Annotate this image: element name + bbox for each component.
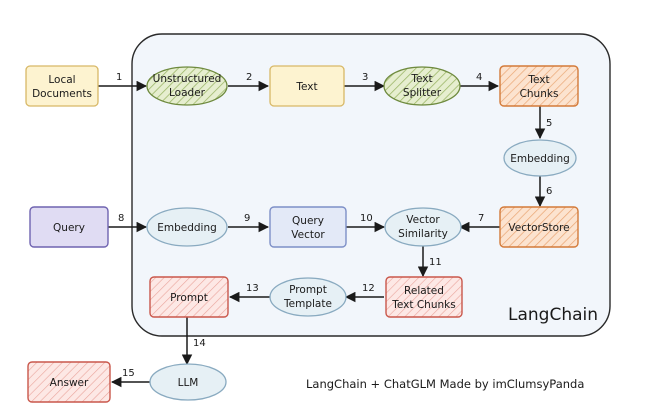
node-label: Local bbox=[48, 74, 75, 86]
step-number: 8 bbox=[118, 213, 124, 224]
node-label: Answer bbox=[50, 377, 89, 389]
edges bbox=[98, 80, 546, 388]
container-label: LangChain bbox=[508, 305, 598, 325]
node-label: Documents bbox=[32, 88, 92, 100]
step-number: 2 bbox=[246, 72, 252, 83]
step-number: 1 bbox=[116, 72, 122, 83]
node-query: Query bbox=[29, 206, 109, 248]
step-number: 14 bbox=[193, 338, 206, 349]
node-prompt-template: Prompt Template bbox=[269, 277, 347, 317]
node-label: Embedding bbox=[510, 153, 570, 165]
node-label: Text bbox=[410, 73, 432, 85]
step-number: 15 bbox=[122, 368, 135, 379]
node-related-text-chunks: Related Text Chunks bbox=[385, 276, 463, 318]
node-label: Chunks bbox=[520, 88, 559, 100]
node-label: Text Chunks bbox=[391, 299, 455, 311]
credit-caption: LangChain + ChatGLM Made by imClumsyPand… bbox=[306, 377, 584, 391]
node-llm: LLM bbox=[149, 363, 227, 401]
node-query-vector: Query Vector bbox=[269, 206, 347, 248]
step-number: 5 bbox=[546, 118, 552, 129]
step-number: 12 bbox=[362, 283, 375, 294]
node-label: Related bbox=[404, 285, 444, 297]
node-label: Prompt bbox=[289, 284, 327, 296]
node-answer: Answer bbox=[27, 361, 111, 403]
step-number: 10 bbox=[360, 213, 373, 224]
node-embedding-query: Embedding bbox=[146, 207, 228, 247]
step-number: 6 bbox=[546, 186, 552, 197]
step-number: 9 bbox=[244, 213, 250, 224]
node-label: Query bbox=[53, 222, 85, 234]
node-label: Text bbox=[527, 74, 549, 86]
step-number: 11 bbox=[429, 257, 442, 268]
node-label: VectorStore bbox=[508, 222, 569, 234]
node-label: Unstructured bbox=[153, 73, 222, 85]
node-text: Text bbox=[269, 65, 345, 107]
step-number: 7 bbox=[478, 213, 484, 224]
node-local-documents: Local Documents bbox=[25, 65, 99, 107]
node-label: Query bbox=[292, 215, 324, 227]
node-embedding-documents: Embedding bbox=[503, 139, 577, 177]
langchain-container bbox=[131, 33, 611, 337]
step-number: 4 bbox=[476, 72, 482, 83]
node-label: Embedding bbox=[157, 222, 217, 234]
step-numbers: 1 2 3 4 5 6 7 8 9 10 11 12 13 14 15 bbox=[116, 72, 552, 379]
node-label: Text bbox=[295, 81, 317, 93]
node-text-chunks: Text Chunks bbox=[499, 65, 579, 107]
node-label: Template bbox=[283, 298, 332, 310]
step-number: 3 bbox=[362, 72, 368, 83]
node-vector-similarity: Vector Similarity bbox=[384, 207, 462, 247]
node-label: Loader bbox=[169, 87, 206, 99]
step-number: 13 bbox=[246, 283, 259, 294]
node-label: Vector bbox=[406, 214, 440, 226]
node-text-splitter: Text Splitter bbox=[383, 66, 461, 106]
node-label: Splitter bbox=[403, 87, 442, 99]
node-label: Vector bbox=[291, 229, 325, 241]
node-vector-store: VectorStore bbox=[499, 206, 579, 248]
node-label: LLM bbox=[178, 377, 199, 389]
node-label: Similarity bbox=[398, 228, 448, 240]
node-unstructured-loader: Unstructured Loader bbox=[146, 66, 228, 106]
node-label: Prompt bbox=[170, 292, 208, 304]
node-prompt: Prompt bbox=[149, 276, 229, 318]
